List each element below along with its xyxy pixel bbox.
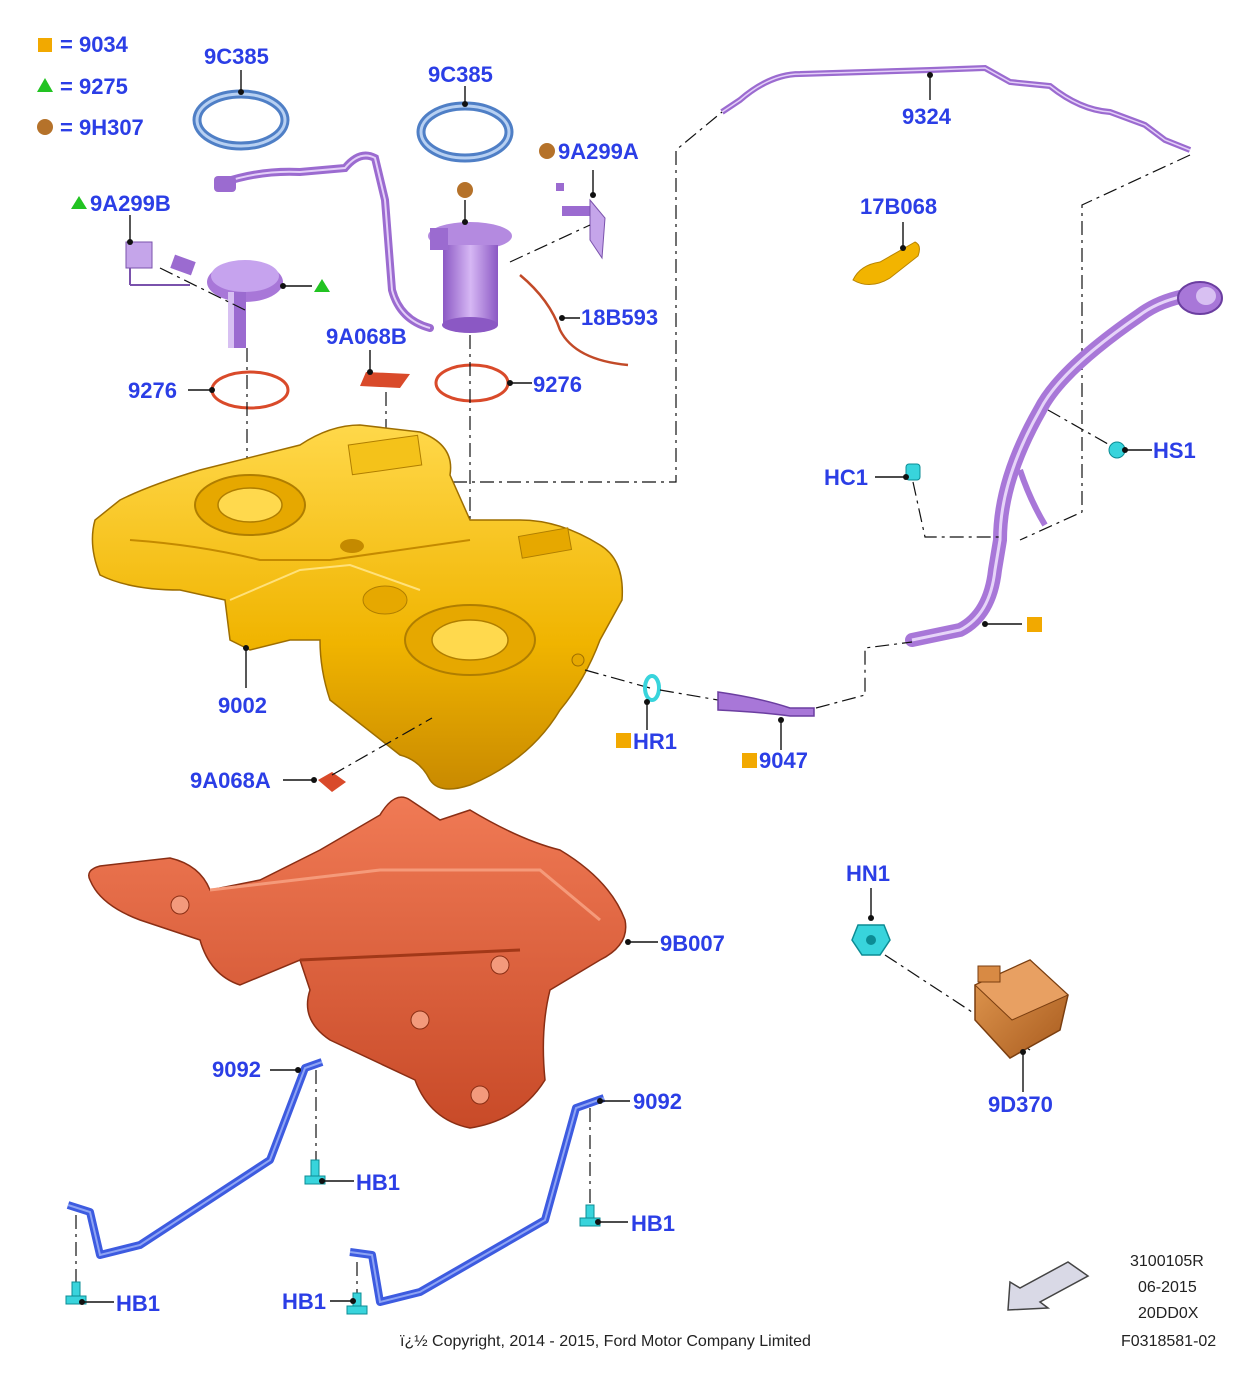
label-hb1-d: HB1 [282,1289,326,1314]
legend-square-icon [38,38,52,52]
vent-valve-17b068 [852,241,920,285]
square-9034-filler-icon [1027,617,1042,632]
wiring-harness [519,274,629,367]
fuel-pump-control-module [974,959,1069,1092]
label-hb1-a: HB1 [356,1170,400,1195]
label-hs1: HS1 [1153,438,1196,463]
filler-hose [717,691,815,717]
footer-code-3: 20DD0X [1138,1305,1199,1322]
vent-line [720,64,1192,153]
label-hb1-b: HB1 [631,1211,675,1236]
label-9a068a: 9A068A [190,768,271,793]
hn1-nut [851,924,891,956]
label-9a299b: 9A299B [90,191,171,216]
square-9034-hose-icon [742,753,757,768]
heat-shield [88,796,658,1129]
footer-code-2: 06-2015 [1138,1279,1197,1296]
hs1-clip [1108,441,1152,459]
label-hc1: HC1 [824,465,868,490]
square-9034-hr1-icon [616,733,631,748]
fuel-level-sender-a [556,170,606,260]
label-9092-left: 9092 [212,1057,261,1082]
hb1-bolt-b [579,1204,628,1227]
triangle-9275-icon [71,196,87,209]
fuel-level-sender-b [125,215,196,286]
legend-9h307-text: = 9H307 [60,115,144,140]
circle-9h307-sender-icon [539,143,555,159]
label-9a299a: 9A299A [558,139,639,164]
lock-ring-right [416,86,514,163]
label-9b007: 9B007 [660,931,725,956]
label-9276-right: 9276 [533,372,582,397]
label-9c385-right: 9C385 [428,62,493,87]
fuel-line-connector [214,176,236,192]
label-9276-left: 9276 [128,378,177,403]
label-9002: 9002 [218,693,267,718]
legend-circle-icon [37,119,53,135]
legend: = 9034 = 9275 = 9H307 [37,32,144,140]
footer-code-1: 3100105R [1130,1253,1204,1270]
strap-left [66,1058,324,1259]
label-17b068: 17B068 [860,194,937,219]
vehicle-front-arrow-icon [1007,1261,1090,1311]
fuel-pump-module [428,200,512,333]
fuel-tank [91,424,624,790]
strap-right [349,1094,606,1306]
hr1-clamp [643,674,661,730]
footer-copyright: ï¿½ Copyright, 2014 - 2015, Ford Motor C… [400,1333,811,1350]
gasket-left [210,370,290,410]
lock-ring-left [192,70,290,151]
triangle-9275-flange-icon [314,279,330,292]
legend-9034-text: = 9034 [60,32,129,57]
label-9a068b: 9A068B [326,324,407,349]
label-hb1-c: HB1 [116,1291,160,1316]
hc1-clip [875,463,921,481]
hb1-bolt-d [330,1292,368,1315]
label-9d370: 9D370 [988,1092,1053,1117]
label-9324: 9324 [902,104,952,129]
label-hn1: HN1 [846,861,890,886]
hb1-bolt-a [304,1159,354,1185]
filler-pipe [905,288,1197,647]
circle-9h307-icon [457,182,473,198]
label-9047: 9047 [759,748,808,773]
footer-code-4: F0318581-02 [1121,1333,1216,1350]
label-9092-right: 9092 [633,1089,682,1114]
label-9c385-left: 9C385 [204,44,269,69]
insulator-pad-a [318,772,346,792]
fuel-supply-line [218,151,434,332]
label-hr1: HR1 [633,729,677,754]
label-18b593: 18B593 [581,305,658,330]
gasket-right [434,363,510,403]
insulator-pad-b [360,372,410,388]
legend-triangle-icon [37,78,53,92]
legend-9275-text: = 9275 [60,74,128,99]
fuel-sender-flange-left [207,260,312,348]
hb1-bolt-c [65,1281,114,1305]
